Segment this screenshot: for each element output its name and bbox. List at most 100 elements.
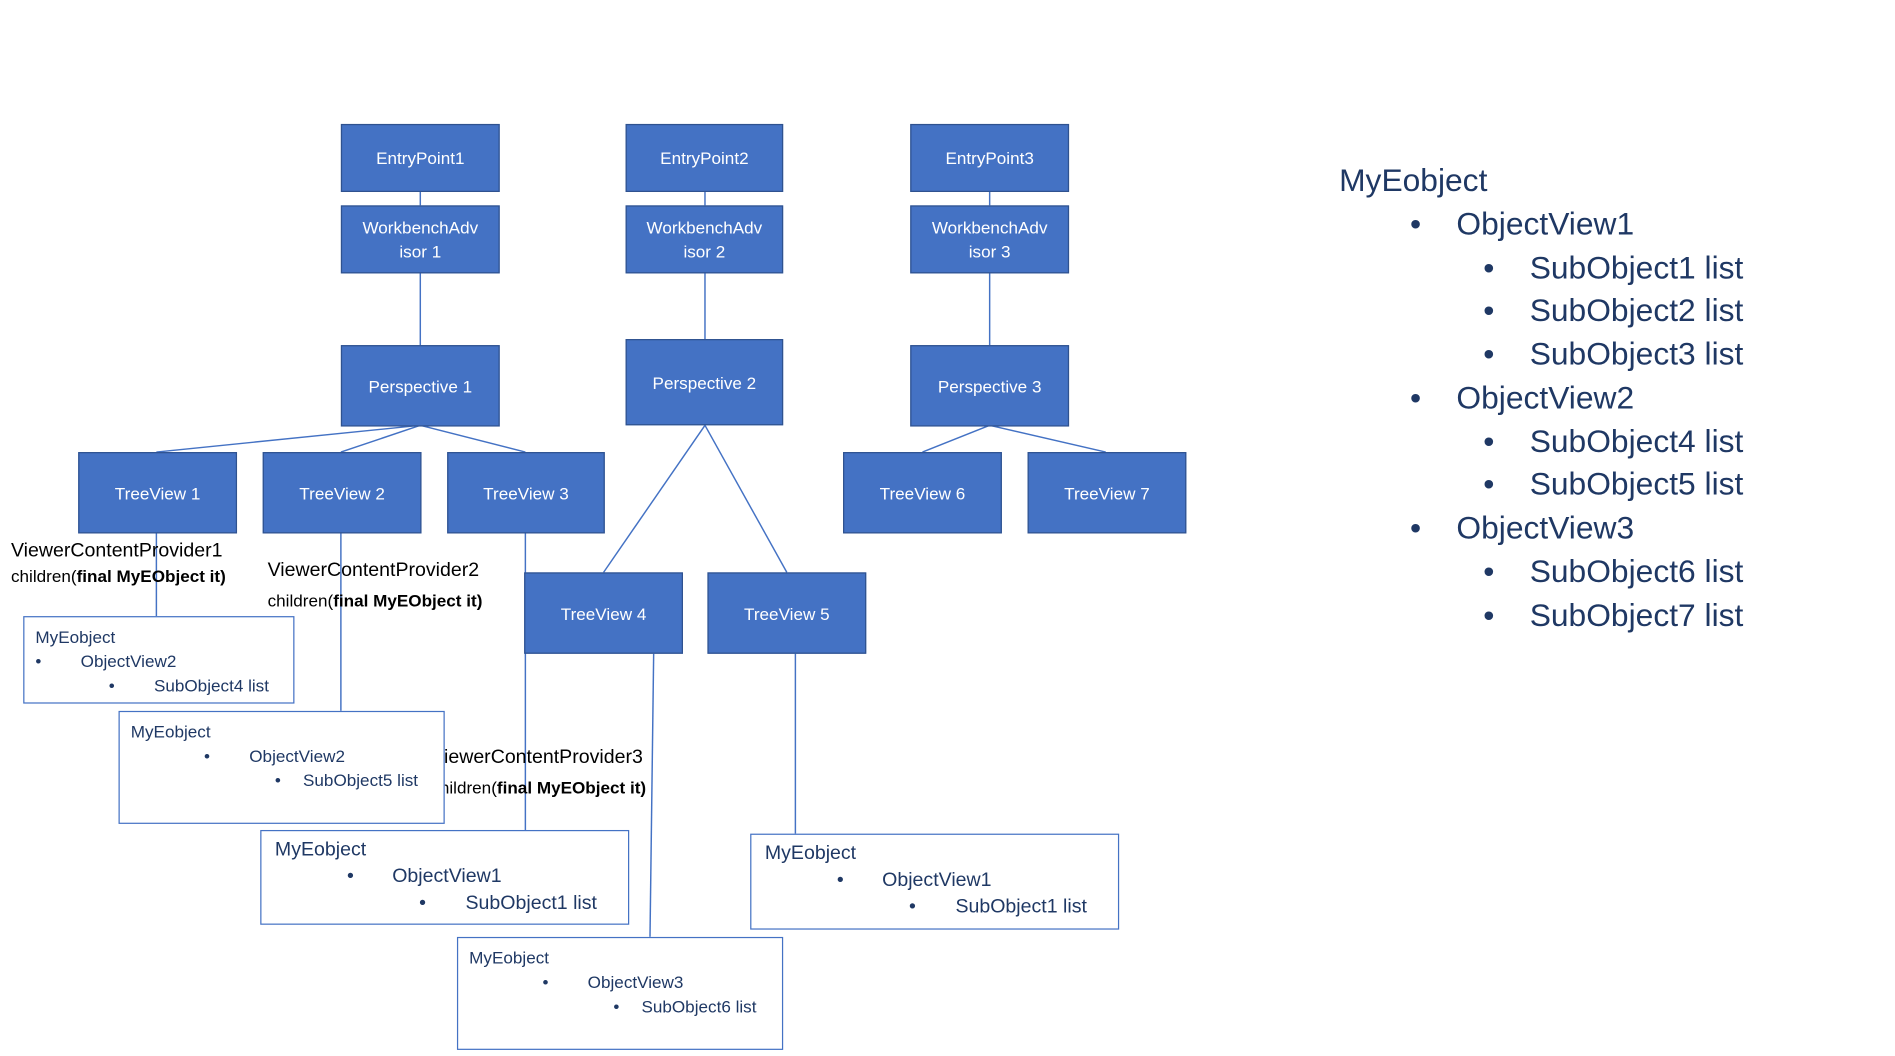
workbench-advisor-2-node: WorkbenchAdv isor 2	[625, 205, 784, 274]
provider-signature: children(final MyEObject it)	[10, 566, 226, 586]
bullet-icon: •	[1409, 205, 1422, 242]
bullet-icon: •	[542, 972, 549, 992]
bullet-icon: •	[836, 870, 844, 891]
bullet-icon: •	[1483, 552, 1495, 590]
bullet-icon: •	[1483, 465, 1495, 502]
bullet-icon: •	[1483, 249, 1495, 286]
workbench-advisor-3-node: WorkbenchAdv isor 3	[910, 205, 1070, 274]
provider-signature: children(final MyEObject it)	[431, 777, 647, 798]
object-box-5: MyEobject • ObjectView1 • SubObject1 lis…	[750, 833, 1120, 930]
treeview-4-node: TreeView 4	[524, 572, 683, 654]
provider-name: ViewerContentProvider2	[267, 560, 480, 581]
provider-signature: children(final MyEObject it)	[267, 590, 483, 611]
connector	[340, 424, 421, 453]
viewer-content-provider-2: ViewerContentProvider2 children(final My…	[268, 559, 483, 612]
bullet-icon: •	[1409, 509, 1422, 546]
legend-sub-label: SubObject3 list	[1529, 335, 1744, 372]
object-root-label: MyEobject	[469, 947, 550, 968]
object-hierarchy-legend: MyEobject • ObjectView1 • SubObject1 lis…	[1339, 158, 1877, 644]
object-box-1: MyEobject • ObjectView2 • SubObject4 lis…	[23, 616, 295, 704]
bullet-icon: •	[1483, 291, 1495, 329]
treeview-1-node: TreeView 1	[78, 452, 238, 534]
connector	[156, 424, 421, 453]
treeview-1-label: TreeView 1	[114, 483, 201, 503]
treeview-6-node: TreeView 6	[843, 452, 1002, 534]
legend-view-label: ObjectView3	[1456, 509, 1635, 546]
perspective-1-label: Perspective 1	[368, 376, 473, 396]
bullet-icon: •	[204, 746, 211, 766]
treeview-5-node: TreeView 5	[707, 572, 867, 654]
legend-sub-label: SubObject1 list	[1529, 249, 1744, 286]
legend-sub-label: SubObject6 list	[1529, 552, 1744, 590]
sub-object-label: SubObject1 list	[465, 893, 597, 914]
provider-name: ViewerContentProvider3	[431, 747, 643, 769]
sub-object-label: SubObject4 list	[153, 675, 270, 696]
entrypoint-1-label: EntryPoint1	[376, 148, 465, 168]
bullet-icon: •	[613, 996, 620, 1016]
legend-sub-label: SubObject2 list	[1529, 291, 1744, 329]
entrypoint-2-node: EntryPoint2	[625, 123, 784, 193]
object-root-label: MyEobject	[274, 839, 367, 861]
connector	[922, 424, 990, 453]
perspective-3-label: Perspective 3	[937, 376, 1042, 396]
workbench-advisor-3-label: WorkbenchAdv isor 3	[931, 217, 1048, 262]
bullet-icon: •	[1409, 379, 1422, 416]
bullet-icon: •	[909, 896, 916, 918]
object-view-label: ObjectView1	[392, 866, 502, 888]
bullet-icon: •	[1483, 596, 1495, 634]
workbench-advisor-2-label: WorkbenchAdv isor 2	[646, 217, 763, 262]
entrypoint-3-label: EntryPoint3	[945, 148, 1034, 168]
treeview-2-label: TreeView 2	[299, 483, 385, 503]
bullet-icon: •	[35, 651, 42, 671]
connector	[704, 424, 788, 573]
perspective-2-node: Perspective 2	[625, 339, 784, 426]
perspective-2-label: Perspective 2	[652, 372, 757, 392]
bullet-icon: •	[419, 893, 426, 914]
object-view-label: ObjectView3	[587, 972, 684, 992]
viewer-content-provider-3: ViewerContentProvider3 children(final My…	[431, 746, 646, 799]
sub-object-label: SubObject1 list	[955, 896, 1087, 918]
legend-sub-label: SubObject7 list	[1529, 596, 1744, 634]
treeview-4-label: TreeView 4	[560, 603, 647, 623]
entrypoint-3-node: EntryPoint3	[910, 123, 1070, 193]
bullet-icon: •	[346, 866, 354, 888]
treeview-2-node: TreeView 2	[262, 452, 422, 534]
treeview-5-label: TreeView 5	[744, 603, 830, 623]
bullet-icon: •	[274, 770, 281, 790]
connector	[420, 424, 526, 453]
treeview-7-label: TreeView 7	[1064, 483, 1150, 503]
sub-object-label: SubObject6 list	[641, 996, 757, 1016]
workbench-advisor-1-label: WorkbenchAdv isor 1	[362, 217, 479, 262]
workbench-advisor-1-node: WorkbenchAdv isor 1	[340, 205, 500, 274]
object-view-label: ObjectView2	[80, 651, 177, 671]
legend-sub-label: SubObject4 list	[1529, 422, 1744, 460]
connector	[989, 424, 1106, 453]
treeview-6-label: TreeView 6	[879, 483, 966, 503]
connector	[649, 653, 655, 937]
bullet-icon: •	[1483, 422, 1495, 460]
treeview-7-node: TreeView 7	[1027, 452, 1187, 534]
object-box-3: MyEobject • ObjectView1 • SubObject1 lis…	[260, 829, 630, 925]
object-view-label: ObjectView2	[249, 746, 345, 766]
bullet-icon: •	[1483, 335, 1495, 372]
object-view-label: ObjectView1	[882, 870, 992, 891]
entrypoint-2-label: EntryPoint2	[660, 148, 749, 168]
viewer-content-provider-1: ViewerContentProvider1 children(final My…	[11, 540, 226, 589]
legend-view-label: ObjectView1	[1456, 205, 1635, 242]
bullet-icon: •	[108, 675, 115, 696]
sub-object-label: SubObject5 list	[303, 770, 419, 790]
object-root-label: MyEobject	[764, 843, 857, 865]
treeview-3-node: TreeView 3	[447, 452, 605, 534]
provider-name: ViewerContentProvider1	[10, 540, 223, 562]
treeview-3-label: TreeView 3	[483, 483, 569, 503]
legend-sub-label: SubObject5 list	[1529, 465, 1744, 502]
perspective-1-node: Perspective 1	[340, 345, 500, 427]
connector	[602, 424, 706, 573]
object-root-label: MyEobject	[130, 721, 211, 742]
perspective-3-node: Perspective 3	[910, 345, 1070, 427]
object-root-label: MyEobject	[35, 627, 116, 647]
object-box-2: MyEobject • ObjectView2 • SubObject5 lis…	[118, 710, 445, 824]
entrypoint-1-node: EntryPoint1	[340, 123, 500, 193]
